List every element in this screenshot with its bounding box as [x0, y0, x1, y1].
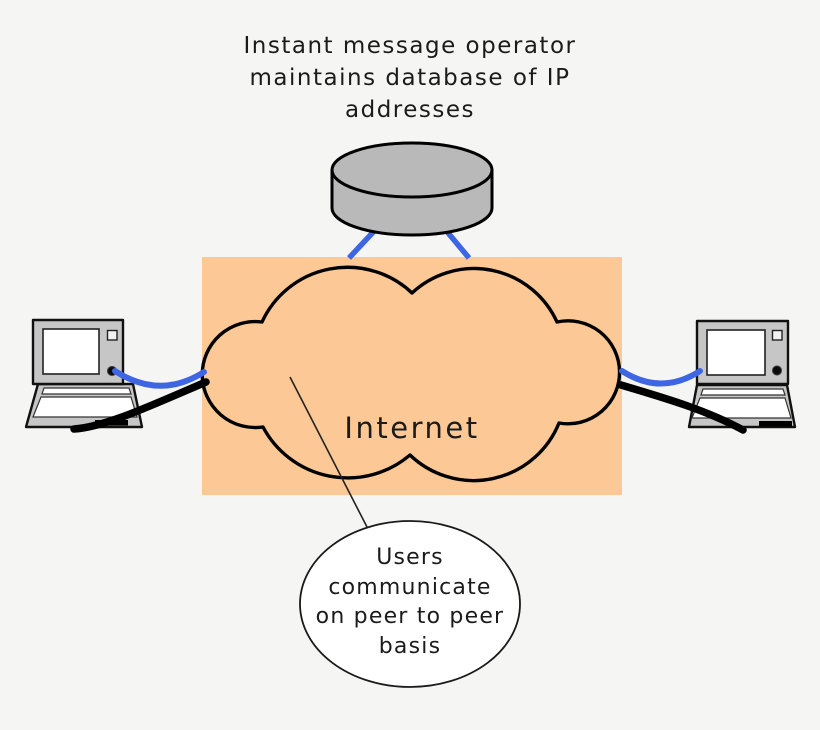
operator-note-line-1: Instant message operator: [243, 33, 577, 59]
laptop-right-power-button: [771, 329, 783, 341]
laptop-right-disk-slot: [759, 421, 792, 427]
client-link-left: [112, 368, 207, 389]
operator-note-line-3: addresses: [345, 97, 475, 123]
peer-note-line-3: on peer to peer: [315, 604, 505, 629]
laptop-right-hinge-strip: [700, 388, 786, 396]
operator-note-line-2: maintains database of IP: [249, 65, 571, 91]
laptop-right-trackball: [771, 365, 783, 376]
peer-note-line-1: Users: [376, 545, 444, 570]
peer-note: Users communicate on peer to peer basis: [295, 543, 525, 661]
peer-note-line-2: communicate: [328, 574, 492, 600]
laptop-left-power-button: [106, 329, 118, 341]
database-cylinder-top: [330, 141, 494, 199]
laptop-left-screen: [42, 328, 100, 375]
peer-cable-left: [70, 378, 210, 433]
internet-cloud: [200, 265, 622, 483]
laptop-right-screen: [706, 329, 766, 376]
peer-note-line-4: basis: [378, 633, 442, 659]
operator-note: Instant message operator maintains datab…: [0, 30, 820, 126]
laptop-left-hinge-strip: [41, 387, 132, 395]
peer-note-bubble: [299, 520, 521, 688]
client-link-right: [619, 368, 703, 387]
peer-cable-right: [617, 381, 747, 434]
laptop-right: [687, 319, 797, 429]
laptop-left-keyboard: [32, 396, 138, 418]
ip-database-cylinder: [330, 141, 494, 237]
internet-label: Internet: [344, 411, 480, 445]
callout-pointer-line: [289, 376, 368, 528]
